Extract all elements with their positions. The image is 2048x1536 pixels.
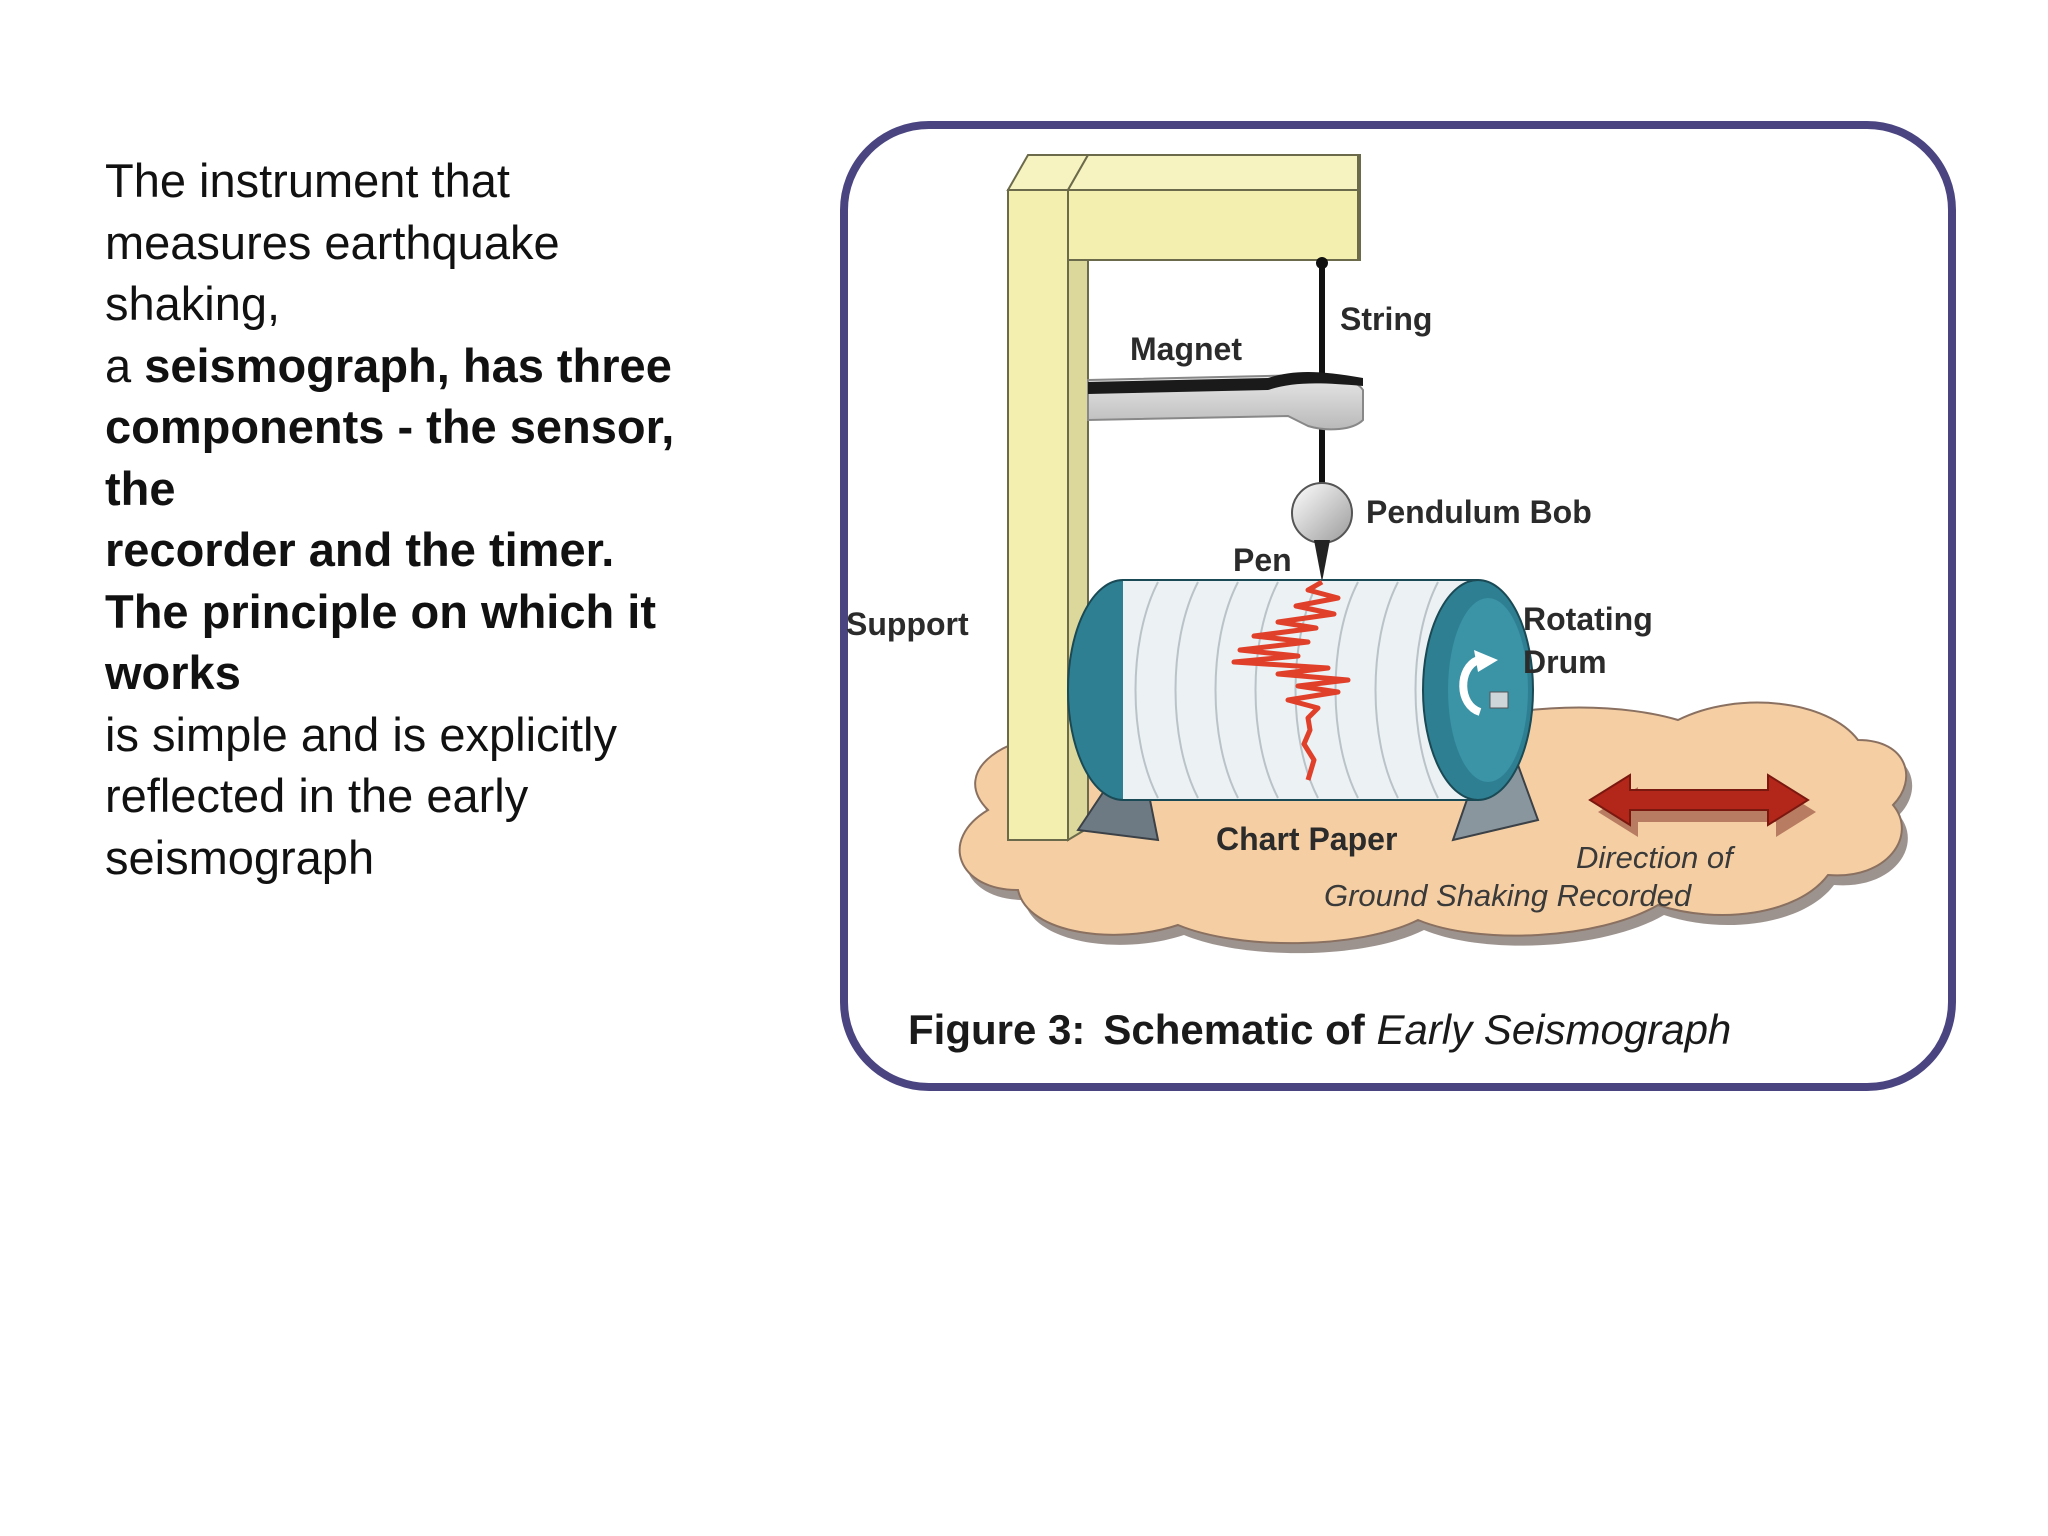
- label-pen: Pen: [1233, 542, 1292, 578]
- caption-schematic: Schematic of: [1103, 1006, 1376, 1053]
- label-magnet: Magnet: [1130, 331, 1242, 367]
- caption-figure-number: Figure 3:: [908, 1006, 1085, 1053]
- label-string: String: [1340, 301, 1432, 337]
- text-line-bold: The principle on which it: [105, 584, 656, 638]
- text-line: reflected in the early: [105, 769, 529, 822]
- seismograph-diagram: String Magnet Pendulum Bob Pen Support R…: [840, 121, 1956, 1091]
- label-direction-line2: Ground Shaking Recorded: [1324, 878, 1693, 913]
- text-line-bold: components - the sensor,: [105, 400, 675, 453]
- direction-arrow: [1588, 773, 1816, 837]
- label-pendulum-bob: Pendulum Bob: [1366, 494, 1592, 530]
- rotating-drum: [1067, 579, 1534, 801]
- magnet: [1087, 372, 1364, 431]
- caption-title: Early Seismograph: [1376, 1006, 1731, 1053]
- pendulum-bob: [1291, 482, 1353, 544]
- text-run: a: [105, 338, 145, 392]
- text-line-bold: works: [105, 646, 241, 699]
- figure-caption: Figure 3: Schematic of Early Seismograph: [908, 1006, 1731, 1053]
- label-direction-line1: Direction of: [1576, 840, 1736, 875]
- pen-tip: [1314, 540, 1330, 582]
- text-line: is simple and is explicitly: [105, 707, 617, 761]
- text-line: shaking,: [105, 277, 281, 330]
- label-support: Support: [846, 606, 969, 642]
- label-rotating: Rotating: [1523, 601, 1653, 637]
- slide-text-block: The instrument that measures earthquake …: [105, 150, 745, 888]
- text-line: The instrument that: [105, 154, 510, 207]
- text-line-bold: the: [105, 461, 176, 515]
- text-line: seismograph: [105, 830, 375, 884]
- seismograph-figure: String Magnet Pendulum Bob Pen Support R…: [838, 120, 1958, 1095]
- text-run-bold: seismograph, has three: [144, 338, 672, 392]
- text-line-bold: recorder and the timer.: [105, 523, 615, 576]
- text-line-mixed: a seismograph, has three: [105, 335, 745, 397]
- label-drum: Drum: [1523, 644, 1607, 680]
- label-chart-paper: Chart Paper: [1216, 821, 1397, 857]
- text-line: measures earthquake: [105, 215, 560, 269]
- seismic-trace: [1231, 579, 1351, 781]
